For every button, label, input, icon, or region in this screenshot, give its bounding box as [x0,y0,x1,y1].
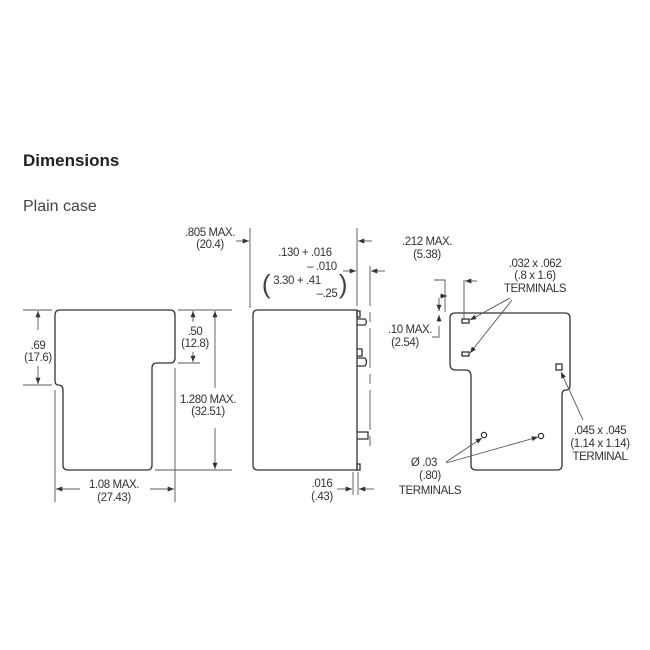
section-title: Dimensions [23,151,120,170]
round-terminal-size: Ø .03 [411,457,437,469]
round-terminal-label: TERMINALS [399,485,462,497]
rect-terminal-size: .032 x .062 [509,258,562,270]
dim-top-offset: .10 MAX. [388,324,432,336]
dim-height-step: .69 [31,340,46,352]
svg-text:): ) [339,269,347,299]
square-terminal-size: .045 x .045 [574,425,627,437]
section-subtitle: Plain case [23,198,97,215]
side-view: .805 MAX. (20.4) .130 + .016 – .010 3.30… [185,227,385,503]
svg-text:(: ( [262,269,271,299]
dim-width: 1.08 MAX. [89,479,139,491]
rect-terminal-label: TERMINALS [504,283,567,295]
dim-pin-thickness: .016 [312,478,333,490]
square-terminal-label: TERMINAL [573,451,629,463]
dim-step-depth: .50 [188,326,203,338]
dim-height-mm: (32.51) [191,406,225,418]
square-terminal [555,363,563,371]
bottom-outline [449,312,571,471]
side-outline [252,309,358,471]
dim-step-depth-mm: (12.8) [181,338,209,350]
dim-width-mm: (27.43) [97,492,131,504]
round-terminal [480,431,488,439]
dim-edge-offset: .212 MAX. [402,236,452,248]
bottom-view: .212 MAX. (5.38) .10 MAX. (2.54) .032 x … [388,236,631,497]
dim-top-offset-mm: (2.54) [391,337,419,349]
front-outline [54,309,176,471]
square-terminal-size-mm: (1.14 x 1.14) [570,438,630,450]
dim-depth: .805 MAX. [185,227,235,239]
dim-pin-length: .130 + .016 [278,247,331,259]
dim-pin-thickness-mm: (.43) [311,491,333,503]
dim-pin-length-mm-tol: –.25 [317,288,338,300]
round-terminal-size-mm: (.80) [419,470,441,482]
front-view: .69 (17.6) .50 (12.8) 1.280 MAX. (32.51)… [23,309,237,504]
dim-edge-offset-mm: (5.38) [413,249,441,261]
dim-depth-mm: (20.4) [196,239,224,251]
dim-height: 1.280 MAX. [180,394,236,406]
round-terminal [537,432,545,440]
rect-terminal [461,351,470,357]
rect-terminal [461,318,470,324]
dim-height-step-mm: (17.6) [24,352,52,364]
dim-pin-length-mm: 3.30 + .41 [273,275,320,287]
rect-terminal-size-mm: (.8 x 1.6) [514,270,556,282]
dim-pin-length-tol: – .010 [307,261,337,273]
